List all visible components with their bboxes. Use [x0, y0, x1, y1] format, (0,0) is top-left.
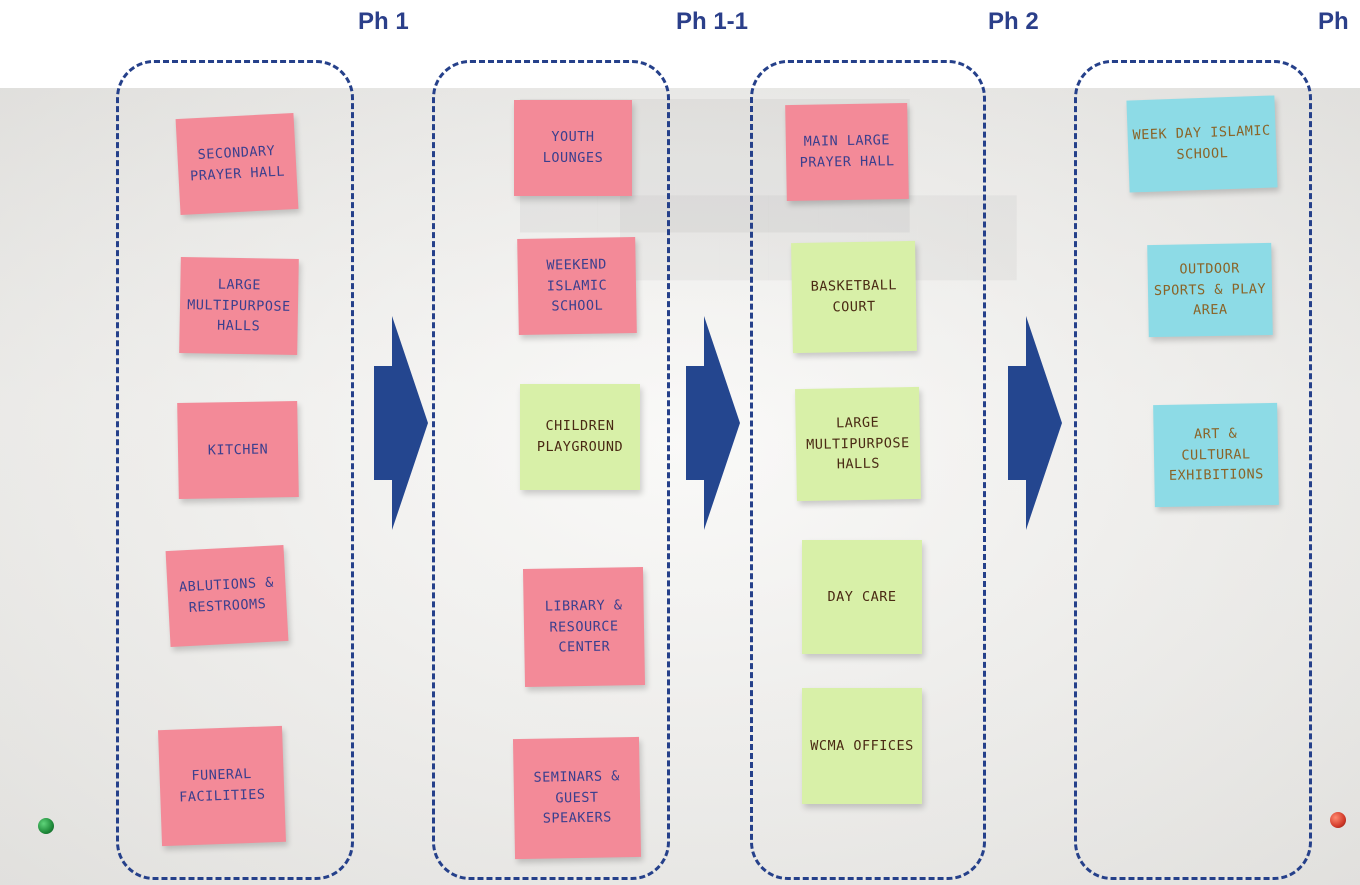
sticky-note: Ablutions & Restrooms	[165, 544, 289, 648]
sticky-note: Large Multipurpose Halls	[795, 386, 921, 502]
arrow-right-icon	[686, 316, 740, 530]
arrow-right-icon	[1008, 316, 1062, 530]
sticky-note: Weekend Islamic School	[517, 236, 637, 336]
sticky-note: Children Playground	[520, 384, 640, 490]
red-push-pin	[1330, 812, 1346, 828]
phase-label-1: Ph 1	[358, 8, 409, 35]
sticky-note: Funeral Facilities	[158, 725, 286, 847]
sticky-note: Week Day Islamic School	[1126, 95, 1278, 193]
phase-group-3	[1074, 60, 1312, 880]
phase-group-1-1	[432, 60, 670, 880]
phase-label-1-1: Ph 1-1	[676, 8, 749, 35]
green-push-pin	[38, 818, 54, 834]
arrow-right-icon	[374, 316, 428, 530]
sticky-note: Kitchen	[177, 400, 299, 500]
sticky-note: Large Multipurpose Halls	[179, 256, 299, 356]
sticky-note: Secondary Prayer Hall	[175, 112, 299, 216]
phase-label-2: Ph 2	[988, 8, 1039, 35]
sticky-note: Main Large Prayer Hall	[785, 102, 909, 202]
phase-group-1	[116, 60, 354, 880]
sticky-note: Library & Resource Center	[522, 566, 646, 688]
sticky-note: Art & Cultural Exhibitions	[1153, 402, 1279, 508]
sticky-note: Outdoor Sports & Play Area	[1147, 242, 1273, 338]
phase-label-3: Ph	[1318, 8, 1349, 35]
sticky-note: WCMA Offices	[802, 688, 922, 804]
sticky-note: Basketball Court	[791, 240, 917, 354]
phase-group-2	[750, 60, 986, 880]
sticky-note: Day Care	[802, 540, 922, 654]
sticky-note: Seminars & Guest Speakers	[512, 736, 642, 860]
sticky-note: Youth Lounges	[514, 100, 632, 196]
